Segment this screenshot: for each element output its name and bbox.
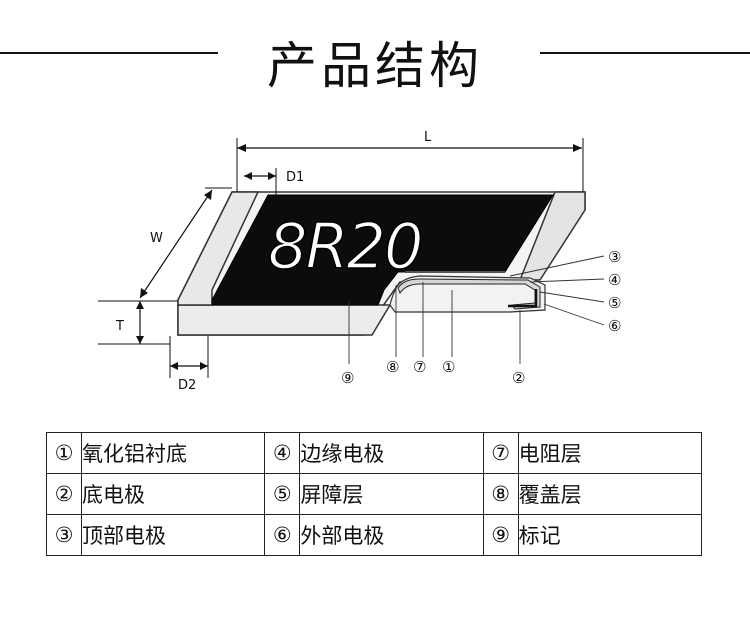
legend-number: ③: [46, 514, 82, 556]
callout-2: ②: [512, 369, 525, 387]
dim-D2-arrow-right: [200, 362, 208, 370]
legend-row: ① 氧化铝衬底 ④ 边缘电极 ⑦ 电阻层: [46, 432, 703, 474]
dim-D1-arrow-right: [268, 172, 276, 180]
legend-table: ① 氧化铝衬底 ④ 边缘电极 ⑦ 电阻层 ② 底电极 ⑤ 屏障层 ⑧ 覆盖层 ③…: [46, 432, 703, 556]
dim-D2-label: D2: [178, 378, 196, 393]
dim-T-arrow-top: [136, 301, 144, 309]
callout-5: ⑤: [608, 294, 621, 312]
resistor-structure-diagram: 8R20 L D1 W T D2 ③ ④ ⑤ ⑥ ⑨ ⑧ ⑦ ①: [98, 130, 621, 393]
dim-D1-label: D1: [286, 170, 304, 185]
dim-W-label: W: [150, 231, 163, 246]
dim-D1-arrow-left: [244, 172, 252, 180]
right-end-electrode: [518, 191, 586, 281]
dim-L-arrow-right: [573, 144, 582, 152]
legend-number: ④: [264, 432, 301, 474]
leader-4: [529, 278, 605, 283]
leader-6: [543, 303, 605, 326]
legend-number: ①: [46, 432, 82, 474]
left-end-electrode: [177, 191, 260, 306]
legend-label: 顶部电极: [80, 514, 266, 556]
legend-label: 外部电极: [299, 514, 484, 556]
callout-3: ③: [608, 248, 621, 266]
dim-T-label: T: [115, 319, 124, 334]
legend-label: 底电极: [80, 473, 266, 515]
dim-W-line: [139, 189, 213, 299]
dim-D2-arrow-left: [170, 362, 178, 370]
outer-electrode-edge: [508, 289, 538, 308]
legend-label: 氧化铝衬底: [80, 432, 266, 474]
callout-6: ⑥: [608, 317, 621, 335]
cutaway-section: [389, 275, 546, 313]
leader-5: [539, 291, 605, 303]
dim-W-arrow-bottom: [140, 288, 148, 298]
callout-4: ④: [608, 271, 621, 289]
dim-W-arrow-top: [204, 190, 212, 200]
legend-number: ⑧: [482, 473, 519, 515]
legend-number: ②: [46, 473, 82, 515]
dim-L-label: L: [424, 130, 432, 145]
callout-1: ①: [442, 358, 455, 376]
callout-7: ⑦: [413, 358, 426, 376]
page-title: 产品结构: [267, 37, 483, 95]
callout-8: ⑧: [386, 358, 399, 376]
title-left-rule: [0, 52, 218, 54]
callout-9: ⑨: [341, 369, 354, 387]
legend-row: ② 底电极 ⑤ 屏障层 ⑧ 覆盖层: [46, 473, 703, 515]
legend-number: ⑤: [264, 473, 301, 515]
legend-number: ⑥: [264, 514, 301, 556]
title-right-rule: [540, 52, 750, 54]
legend-label: 标记: [517, 514, 703, 556]
marking-text: 8R20: [268, 210, 421, 283]
legend-label: 边缘电极: [299, 432, 484, 474]
dim-L-arrow-left: [237, 144, 246, 152]
legend-label: 屏障层: [299, 473, 484, 515]
dim-T-arrow-bottom: [136, 336, 144, 344]
substrate-front-face: [177, 304, 392, 336]
legend-number: ⑦: [482, 432, 519, 474]
legend-row: ③ 顶部电极 ⑥ 外部电极 ⑨ 标记: [46, 514, 703, 556]
leader-3: [509, 255, 605, 277]
legend-number: ⑨: [482, 514, 519, 556]
legend-label: 覆盖层: [517, 473, 703, 515]
overcoat-layer: [211, 194, 554, 306]
title-row: 产品结构: [0, 18, 750, 95]
legend-label: 电阻层: [517, 432, 703, 474]
